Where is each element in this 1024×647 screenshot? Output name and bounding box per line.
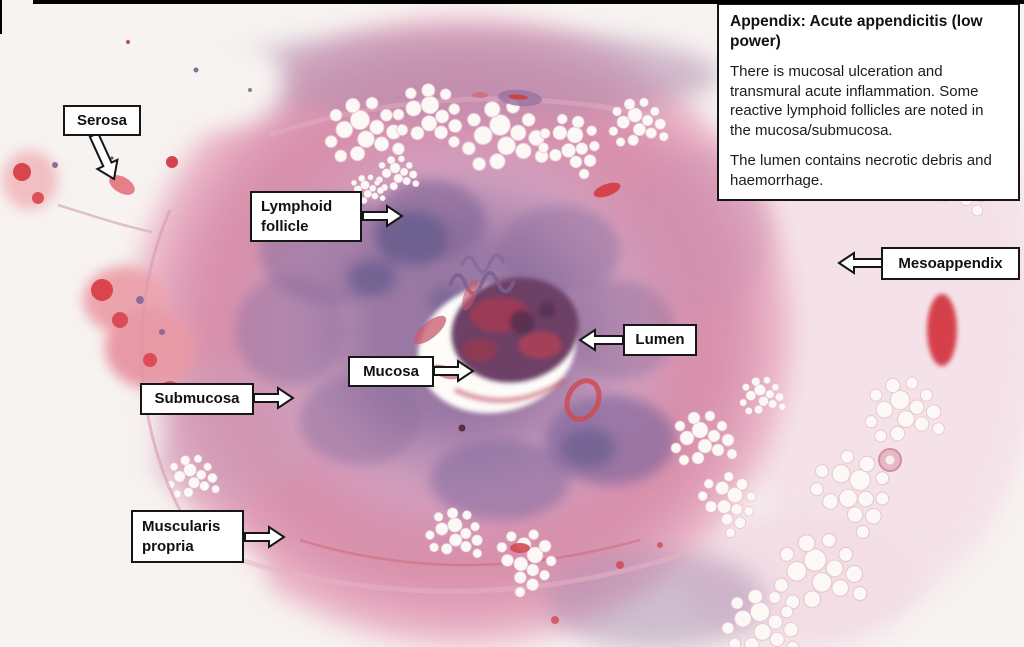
serosa-label-text: Serosa [76, 111, 128, 129]
submucosa-label: Submucosa [140, 383, 254, 415]
submucosa-label-text: Submucosa [154, 390, 240, 407]
mucosa-label-text: Mucosa [363, 362, 419, 380]
muscularis-propria-arrow [244, 525, 286, 549]
diagnosis-note-box: Appendix: Acute appendicitis (low power)… [717, 3, 1020, 201]
lumen-label: Lumen [623, 324, 697, 356]
mucosa-label: Mucosa [348, 356, 434, 387]
muscularis-propria-label: Muscularis propria [131, 510, 244, 563]
frame-top-border [33, 0, 1024, 4]
submucosa-arrow [253, 386, 295, 410]
necrotic-debris [451, 277, 579, 383]
lumen-label-text: Lumen [635, 331, 685, 348]
lymphoid-follicle-label-text: Lymphoid follicle [261, 197, 333, 235]
muscularis-propria-label-text: Muscularis propria [142, 517, 221, 555]
lymphoid-follicle-arrow [362, 204, 404, 228]
serosa-arrow [88, 133, 119, 181]
mesoappendix-arrow [837, 251, 883, 275]
serosa-region [2, 150, 195, 521]
lymphoid-follicle-label: Lymphoid follicle [250, 191, 362, 242]
frame-left-border [0, 0, 2, 34]
mesoappendix-label-text: Mesoappendix [898, 254, 1003, 272]
serosa-label: Serosa [63, 105, 141, 136]
diagnosis-paragraph-1: There is mucosal ulceration and transmur… [730, 63, 984, 139]
lumen-arrow [578, 328, 624, 352]
mucosa-arrow [433, 359, 475, 383]
mesoappendix-label: Mesoappendix [881, 247, 1020, 280]
diagnosis-title: Appendix: Acute appendicitis (low power) [730, 13, 983, 50]
diagnosis-paragraph-2: The lumen contains necrotic debris and h… [730, 152, 992, 189]
blood-vessels [166, 85, 957, 624]
